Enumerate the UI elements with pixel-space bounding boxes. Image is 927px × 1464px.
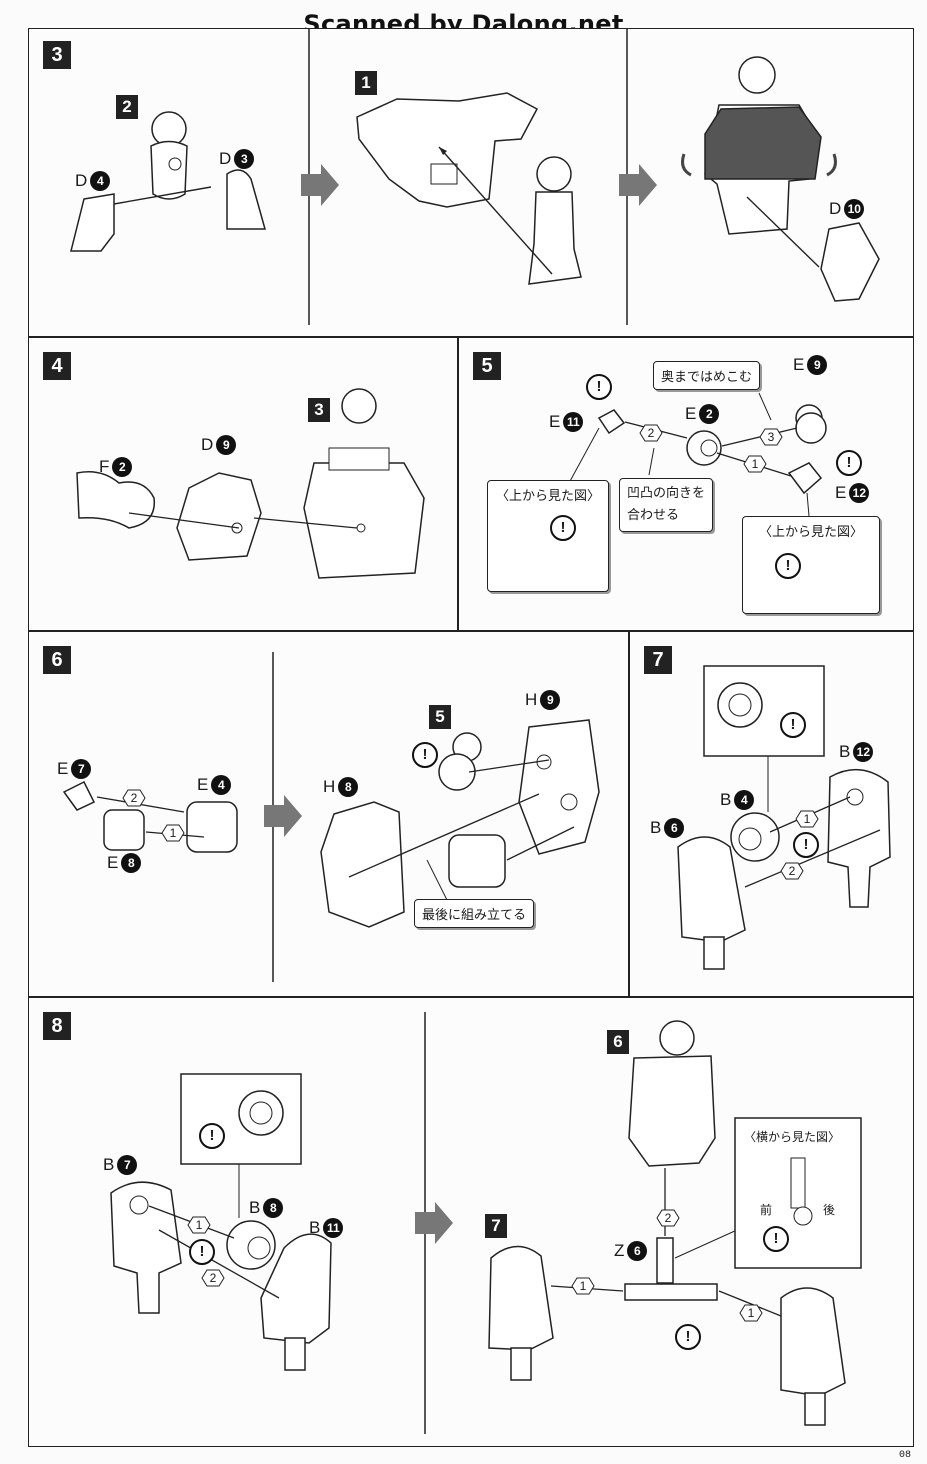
ref-step-2: 2 <box>116 95 138 119</box>
sequence-1: 1 <box>739 1304 763 1322</box>
caution-icon: ! <box>763 1226 789 1252</box>
sequence-1: 1 <box>161 824 185 842</box>
step-number: 6 <box>43 646 71 674</box>
view-title: 〈横から見た図〉 <box>744 1130 841 1144</box>
caution-icon: ! <box>586 374 612 400</box>
caution-icon: ! <box>775 553 801 579</box>
ref-step-6: 6 <box>607 1030 629 1054</box>
caution-icon: ! <box>550 515 576 541</box>
ref-step-1: 1 <box>355 71 377 95</box>
step-number: 7 <box>644 646 672 674</box>
step-number: 4 <box>43 352 71 380</box>
page-number: 08 <box>898 1450 911 1461</box>
sequence-1: 1 <box>187 1216 211 1234</box>
sequence-1: 1 <box>743 455 767 473</box>
step-number: 8 <box>43 1012 71 1040</box>
sequence-2: 2 <box>201 1269 225 1287</box>
caution-icon: ! <box>793 832 819 858</box>
label-front: 前 <box>760 1203 773 1217</box>
ref-step-5: 5 <box>429 705 451 729</box>
ref-step-3: 3 <box>308 398 330 422</box>
step-8-panel: 8 <box>28 997 914 1447</box>
sequence-3: 3 <box>759 428 783 446</box>
top-view-box-1: 〈上から見た図〉 ! <box>487 480 609 592</box>
step-3-illustration <box>70 29 880 325</box>
caution-icon: ! <box>412 742 438 768</box>
caution-icon: ! <box>199 1123 225 1149</box>
callout-assemble-last: 最後に組み立てる <box>414 899 535 928</box>
sequence-2: 2 <box>656 1209 680 1227</box>
step-number: 5 <box>473 352 501 380</box>
step-8-illustration <box>110 1012 862 1434</box>
callout-insert-fully: 奥まではめこむ <box>653 361 761 390</box>
sequence-2: 2 <box>639 424 663 442</box>
sequence-1: 1 <box>571 1277 595 1295</box>
step-number: 3 <box>43 41 71 69</box>
caution-icon: ! <box>189 1239 215 1265</box>
caution-icon: ! <box>836 450 862 476</box>
sequence-2: 2 <box>780 862 804 880</box>
callout-align-notches: 凹凸の向きを合わせる <box>619 478 714 532</box>
step-4-illustration <box>76 388 425 579</box>
sequence-2: 2 <box>122 789 146 807</box>
view-title: 〈上から見た図〉 <box>758 525 863 540</box>
sequence-1: 1 <box>795 810 819 828</box>
top-view-box-2: 〈上から見た図〉 ! <box>742 516 880 614</box>
caution-icon: ! <box>780 712 806 738</box>
caution-icon: ! <box>675 1324 701 1350</box>
step-6-illustration <box>62 652 600 982</box>
view-title: 〈上から見た図〉 <box>495 489 600 504</box>
ref-step-7: 7 <box>485 1214 507 1238</box>
label-back: 後 <box>823 1203 836 1217</box>
step-7-illustration <box>677 665 891 970</box>
